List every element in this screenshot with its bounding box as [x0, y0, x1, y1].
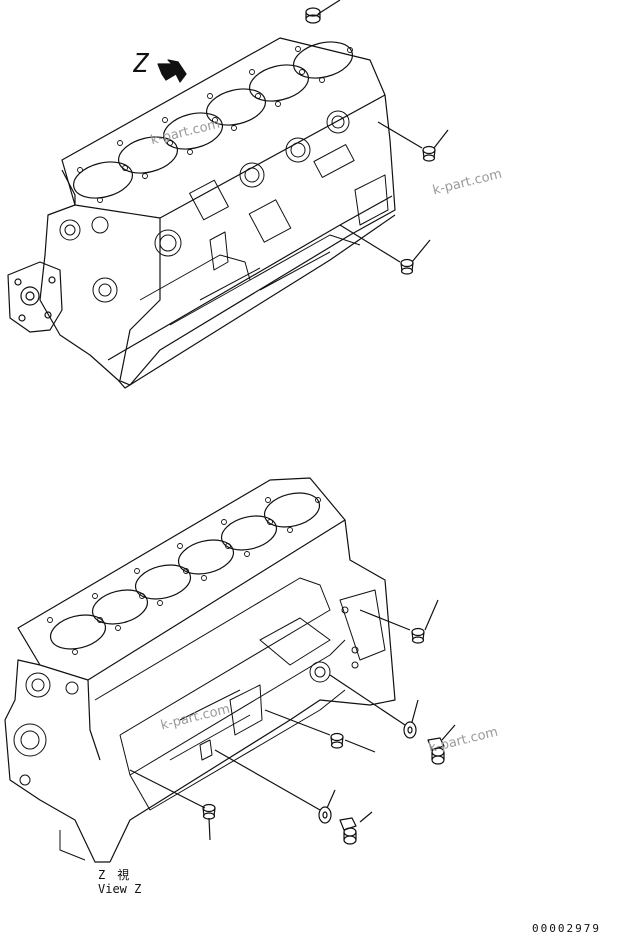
upper-side-features — [59, 110, 389, 326]
upper-block-flange — [7, 261, 63, 333]
view-arrow-icon — [157, 59, 187, 83]
washer-center-icon — [318, 806, 332, 824]
drawing-number: 00002979 — [532, 922, 601, 935]
view-caption-jp: Z 視 — [98, 868, 130, 882]
upper-parts — [305, 0, 449, 275]
plug-right-b-icon — [427, 737, 445, 765]
washer-right-icon — [403, 721, 417, 739]
lower-parts — [129, 599, 456, 845]
view-caption-en: View Z — [98, 882, 142, 896]
plug-center-b-icon — [339, 817, 357, 845]
lower-block-deck — [17, 477, 346, 681]
plug-right-upper-icon — [422, 145, 436, 162]
upper-cylinder-bores — [73, 41, 353, 199]
plug-bottom-icon — [202, 803, 216, 820]
lower-block-front-face — [4, 659, 110, 863]
plug-right-lower-icon — [400, 258, 414, 275]
upper-block-front-face — [39, 204, 119, 381]
plug-top-icon — [305, 7, 321, 24]
lower-deck-holes — [47, 497, 321, 655]
plug-center-icon — [330, 732, 344, 749]
lower-block-right-face — [109, 519, 396, 863]
upper-deck-holes — [77, 46, 353, 203]
plug-right-icon — [411, 627, 425, 644]
upper-cylinder-block — [7, 37, 396, 389]
lower-side-features — [13, 577, 386, 861]
view-marker-z: Z — [132, 49, 150, 79]
lower-cylinder-block — [4, 477, 396, 863]
lower-cylinder-bores — [49, 492, 321, 650]
